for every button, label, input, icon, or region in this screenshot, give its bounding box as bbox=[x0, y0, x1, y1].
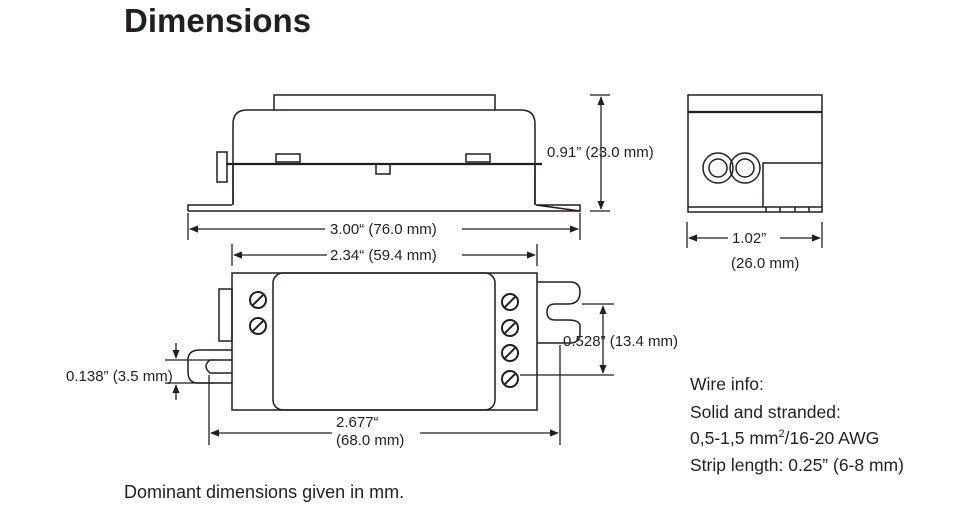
slot-width-dimension bbox=[165, 343, 215, 400]
wire-info-heading: Wire info: bbox=[690, 374, 764, 394]
tab-spacing-dimension bbox=[520, 303, 614, 376]
height-dimension bbox=[590, 94, 610, 212]
height-label: 0.91” (23.0 mm) bbox=[547, 144, 654, 161]
hole-spacing-inch-label: 2.677“ bbox=[336, 414, 379, 431]
wire-awg-text: /16-20 AWG bbox=[784, 428, 880, 448]
page-title: Dimensions bbox=[124, 2, 312, 39]
end-width-mm-label: (26.0 mm) bbox=[731, 255, 799, 272]
end-width-dimension bbox=[686, 222, 823, 248]
wire-info-line-2: 0,5-1,5 mm2/16-20 AWG bbox=[690, 428, 879, 449]
hole-spacing-dimension bbox=[208, 345, 561, 445]
wire-info-line-3: Strip length: 0.25” (6-8 mm) bbox=[690, 455, 904, 475]
wire-size-text: 0,5-1,5 mm bbox=[690, 428, 779, 448]
body-length-dimension bbox=[231, 244, 538, 266]
screw-terminals bbox=[249, 291, 519, 388]
dimension-note: Dominant dimensions given in mm. bbox=[124, 482, 405, 502]
body-length-label: 2.34“ (59.4 mm) bbox=[330, 247, 437, 264]
overall-length-label: 3.00“ (76.0 mm) bbox=[330, 221, 437, 238]
slot-width-label: 0.138” (3.5 mm) bbox=[66, 368, 173, 385]
wire-info-line-1: Solid and stranded: bbox=[690, 402, 841, 422]
wire-size-superscript: 2 bbox=[778, 428, 785, 441]
side-view bbox=[187, 94, 581, 212]
end-width-inch-label: 1.02” bbox=[732, 230, 766, 247]
overall-length-dimension bbox=[187, 213, 581, 240]
top-view bbox=[187, 272, 581, 411]
tab-spacing-label: 0.528” (13.4 mm) bbox=[563, 333, 678, 350]
hole-spacing-mm-label: (68.0 mm) bbox=[336, 432, 404, 449]
end-view bbox=[687, 94, 823, 213]
